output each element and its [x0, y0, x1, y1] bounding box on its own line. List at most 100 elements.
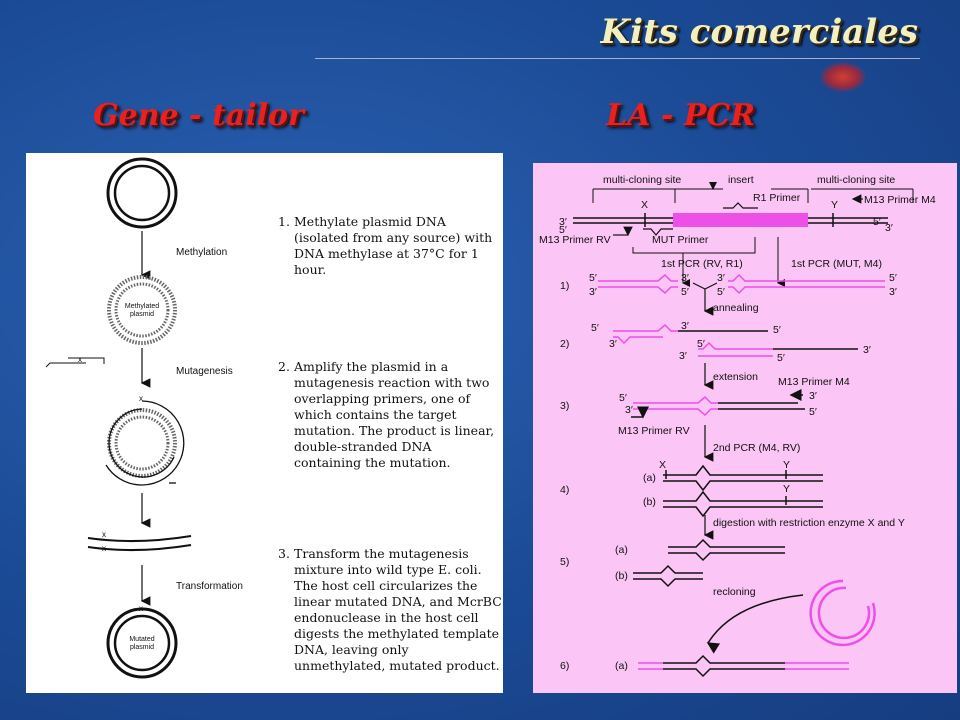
- step-3: 3. Transform the mutagenesis mixture int…: [278, 546, 502, 673]
- label-first-pcr-mut-m4: 1st PCR (MUT, M4): [791, 258, 882, 270]
- step-label-6: 6): [560, 660, 569, 672]
- step4-products: [663, 464, 823, 518]
- svg-text:DNA methylase at 37°C for 1: DNA methylase at 37°C for 1: [294, 246, 479, 261]
- svg-text:linear mutated DNA, and McrBC: linear mutated DNA, and McrBC: [294, 594, 502, 609]
- label-mcs-left: multi-cloning site: [603, 174, 681, 186]
- svg-text:The host cell circularizes the: The host cell circularizes the: [294, 578, 477, 593]
- step-label-2: 2): [560, 338, 569, 350]
- label-r1-primer: R1 Primer: [753, 192, 801, 204]
- end-label: 5′: [717, 286, 725, 298]
- end-label: 5′: [809, 406, 817, 418]
- label-m13-rv-top: M13 Primer RV: [539, 234, 611, 246]
- svg-text:Transform the mutagenesis: Transform the mutagenesis: [294, 546, 469, 561]
- label-site-y-top: Y: [831, 199, 838, 211]
- svg-text:which contains the target: which contains the target: [294, 407, 457, 422]
- end-label: 3′: [863, 344, 871, 356]
- label-site-y-step4b: Y: [783, 483, 790, 495]
- step1-products: [598, 273, 885, 295]
- label-recloning: recloning: [713, 586, 756, 598]
- svg-text:2.: 2.: [278, 359, 290, 374]
- svg-text:mutagenesis reaction with two: mutagenesis reaction with two: [294, 375, 489, 390]
- step5-fragments: [633, 538, 785, 588]
- mutagenesis-plasmid-icon: x: [105, 394, 185, 486]
- linear-dna-icon: x x: [87, 530, 192, 553]
- svg-text:double-stranded DNA: double-stranded DNA: [294, 439, 432, 454]
- slide-title: Kits comerciales: [600, 12, 918, 52]
- end-label: 5′: [889, 272, 897, 284]
- end-label: 5′: [591, 322, 599, 334]
- end-label: 3′: [625, 404, 633, 416]
- label-insert: insert: [728, 174, 754, 186]
- svg-text:(isolated from any source) wit: (isolated from any source) with: [294, 230, 492, 245]
- end-label: 5′: [697, 338, 705, 350]
- recloning-arrow: [706, 594, 804, 654]
- label-a-step5: (a): [615, 544, 628, 556]
- svg-text:x: x: [139, 604, 143, 613]
- step-label-3: 3): [560, 400, 569, 412]
- decorative-red-blob: [820, 62, 866, 92]
- label-site-x-top: X: [641, 199, 648, 211]
- svg-text:3.: 3.: [278, 546, 290, 561]
- svg-text:Methylate plasmid DNA: Methylate plasmid DNA: [294, 214, 447, 229]
- first-pcr-bracket: [632, 237, 785, 287]
- svg-text:mutation. The product is linea: mutation. The product is linear,: [294, 423, 494, 438]
- la-pcr-figure: multi-cloning site insert multi-cloning …: [533, 163, 957, 693]
- label-3prime-top: 3′: [559, 216, 567, 228]
- heading-gene-tailor: Gene - tailor: [93, 98, 304, 133]
- label-b-step5: (b): [615, 570, 628, 582]
- r1-primer-line: [723, 202, 758, 209]
- label-5prime-top-b: 5′: [559, 224, 567, 236]
- end-label: 5′: [619, 392, 627, 404]
- label-second-pcr: 2nd PCR (M4, RV): [713, 442, 800, 454]
- label-3prime-top-b: 3′: [885, 222, 893, 234]
- label-a-step6: (a): [615, 660, 628, 672]
- annealing-arrow: [692, 282, 718, 311]
- primer-pair-icon: x: [45, 355, 105, 368]
- step6-product: [638, 654, 849, 678]
- insert-block: [673, 213, 808, 227]
- svg-text:hour.: hour.: [294, 262, 326, 277]
- svg-text:x: x: [102, 530, 106, 539]
- svg-text:1.: 1.: [278, 214, 290, 229]
- svg-text:digests the methylated templat: digests the methylated template: [294, 626, 499, 641]
- label-annealing: annealing: [713, 302, 759, 314]
- label-methylation: Methylation: [176, 247, 227, 258]
- mutated-plasmid-icon: x: [106, 604, 178, 679]
- label-first-pcr-rv-r1: 1st PCR (RV, R1): [661, 258, 743, 270]
- step-2: 2. Amplify the plasmid in a mutagenesis …: [278, 359, 494, 470]
- svg-text:endonuclease in the host cell: endonuclease in the host cell: [294, 610, 479, 625]
- end-label: 3′: [889, 286, 897, 298]
- label-mut-primer: MUT Primer: [652, 234, 709, 246]
- mut-primer-line: [643, 228, 673, 236]
- label-mutated-plasmid: plasmid: [130, 644, 154, 651]
- end-label: 3′: [717, 272, 725, 284]
- label-site-x-step4: X: [659, 459, 666, 471]
- end-label: 3′: [589, 286, 597, 298]
- vector-circle-icon: [809, 579, 876, 647]
- svg-text:Amplify the plasmid in a: Amplify the plasmid in a: [293, 359, 449, 374]
- label-m13-rv-step3: M13 Primer RV: [618, 425, 690, 437]
- svg-text:containing the mutation.: containing the mutation.: [294, 455, 451, 470]
- step2-hybrids: [613, 323, 858, 357]
- end-label: 3′: [681, 320, 689, 332]
- svg-text:x: x: [102, 544, 106, 553]
- step-1: 1. Methylate plasmid DNA (isolated from …: [278, 214, 492, 277]
- svg-text:unmethylated, mutated product.: unmethylated, mutated product.: [294, 658, 500, 673]
- label-transformation: Transformation: [176, 581, 243, 592]
- label-mcs-right: multi-cloning site: [817, 174, 895, 186]
- end-label: 5′: [681, 286, 689, 298]
- label-mutated: Mutated: [129, 636, 154, 643]
- label-m13-m4-step3: M13 Primer M4: [778, 376, 850, 388]
- end-label: 5′: [777, 352, 785, 364]
- label-a-step4: (a): [643, 472, 656, 484]
- end-label: 3′: [609, 338, 617, 350]
- svg-text:overlapping primers, one of: overlapping primers, one of: [294, 391, 471, 406]
- step3-products: [631, 389, 805, 419]
- title-underline: [315, 58, 920, 59]
- end-label: 5′: [773, 324, 781, 336]
- label-mutagenesis: Mutagenesis: [176, 366, 233, 377]
- label-b-step4: (b): [643, 496, 656, 508]
- methylated-plasmid-icon: [107, 275, 177, 345]
- plasmid-icon: [106, 157, 178, 229]
- label-methylated: Methylated: [125, 303, 159, 310]
